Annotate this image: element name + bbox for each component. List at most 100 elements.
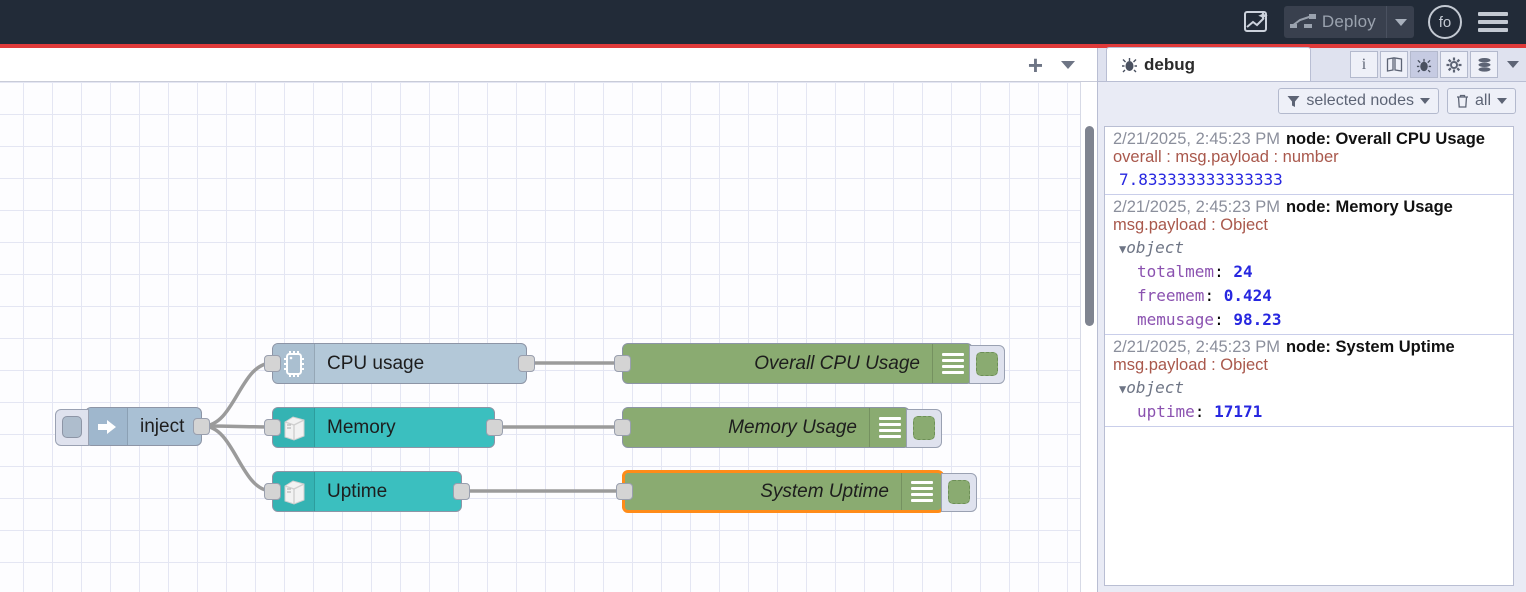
clear-messages-button[interactable]: all [1446, 88, 1516, 114]
avatar[interactable]: fo [1428, 5, 1462, 39]
debug-message-timestamp: 2/21/2025, 2:45:23 PM [1113, 338, 1280, 356]
deploy-dropdown-caret[interactable] [1386, 6, 1414, 38]
scrollbar-thumb[interactable] [1085, 126, 1094, 326]
debug-enable-toggle[interactable] [969, 344, 1005, 384]
node-memory-label: Memory [327, 416, 396, 438]
chevron-down-icon [1419, 98, 1430, 104]
object-property-row: totalmem: 24 [1113, 262, 1505, 281]
node-debug-memory-usage-label: Memory Usage [728, 416, 857, 438]
inject-button-face [62, 416, 82, 438]
object-value: 98.23 [1233, 310, 1282, 329]
node-cpu-usage[interactable]: CPU usage [264, 343, 535, 384]
debug-enable-toggle[interactable] [941, 472, 977, 512]
object-label: object [1126, 378, 1185, 397]
output-port[interactable] [486, 418, 503, 436]
node-debug-overall-cpu-usage-label: Overall CPU Usage [754, 352, 920, 374]
debug-message-source-node: node: System Uptime [1285, 338, 1455, 356]
sidebar-menu-caret[interactable] [1500, 61, 1526, 68]
output-port[interactable] [518, 354, 535, 372]
triangle-down-icon: ▼ [1119, 242, 1127, 256]
hamburger-bar [1478, 12, 1508, 16]
deploy-label: Deploy [1321, 12, 1376, 31]
tab-debug[interactable]: debug [1106, 47, 1311, 81]
node-uptime-label: Uptime [327, 480, 388, 502]
book-icon[interactable] [1380, 51, 1408, 78]
debug-line [878, 417, 901, 420]
chevron-down-icon [1497, 98, 1507, 104]
triangle-down-icon: ▼ [1119, 382, 1127, 396]
node-debug-overall-cpu-usage[interactable]: Overall CPU Usage [614, 343, 1005, 384]
node-inject[interactable]: inject [55, 407, 210, 446]
wire-layer [202, 361, 622, 493]
debug-message-source-node: node: Memory Usage [1285, 198, 1453, 216]
debug-filter-bar: selected nodes all [1098, 82, 1526, 120]
debug-lines-icon [932, 344, 972, 383]
inject-trigger-button[interactable] [55, 408, 89, 446]
bug-icon[interactable] [1410, 51, 1438, 78]
chevron-down-icon [1507, 61, 1519, 68]
debug-lines-icon [869, 408, 909, 447]
object-colon: : [1194, 402, 1215, 421]
debug-line [910, 481, 933, 484]
ai-sparkle-icon[interactable] [1238, 4, 1274, 40]
flow-menu-caret[interactable] [1061, 60, 1075, 69]
object-value: 0.424 [1223, 286, 1272, 305]
debug-enable-toggle[interactable] [906, 408, 942, 448]
node-uptime[interactable]: Uptime [264, 471, 470, 512]
top-header: Deploy fo [0, 0, 1526, 44]
object-expand-toggle[interactable]: ▼object [1113, 378, 1505, 397]
debug-toggle-face [976, 352, 998, 376]
arrow-right-icon [86, 408, 128, 445]
debug-message-timestamp: 2/21/2025, 2:45:23 PM [1113, 198, 1280, 216]
canvas-vertical-scrollbar[interactable] [1080, 82, 1097, 592]
node-inject-label: inject [140, 415, 185, 437]
debug-message[interactable]: 2/21/2025, 2:45:23 PM node: Overall CPU U… [1105, 127, 1513, 195]
debug-line [941, 365, 964, 368]
debug-message-header: 2/21/2025, 2:45:23 PM node: System Uptime [1113, 338, 1505, 357]
object-expand-toggle[interactable]: ▼object [1113, 238, 1505, 257]
object-property-row: memusage: 98.23 [1113, 310, 1505, 329]
input-port[interactable] [614, 354, 631, 372]
output-port[interactable] [193, 417, 210, 435]
funnel-icon [1287, 95, 1300, 107]
node-debug-memory-usage[interactable]: Memory Usage [614, 407, 942, 448]
object-key: memusage [1137, 310, 1215, 329]
hamburger-bar [1478, 28, 1508, 32]
input-port[interactable] [616, 482, 633, 500]
debug-message-list[interactable]: 2/21/2025, 2:45:23 PM node: Overall CPU U… [1104, 126, 1514, 586]
filter-selected-nodes-button[interactable]: selected nodes [1278, 88, 1439, 114]
canvas-toolbar: + [0, 48, 1097, 82]
output-port[interactable] [453, 482, 470, 500]
input-port[interactable] [264, 482, 281, 500]
hamburger-menu-icon[interactable] [1478, 8, 1508, 36]
input-port[interactable] [264, 418, 281, 436]
debug-line [941, 353, 964, 356]
debug-message-header: 2/21/2025, 2:45:23 PM node: Overall CPU U… [1113, 130, 1505, 149]
debug-message-value: 7.833333333333333 [1119, 170, 1283, 189]
node-memory[interactable]: Memory [264, 407, 503, 448]
debug-line [910, 499, 933, 502]
debug-line [910, 487, 933, 490]
input-port[interactable] [264, 354, 281, 372]
gear-icon[interactable] [1440, 51, 1468, 78]
input-port[interactable] [614, 418, 631, 436]
node-debug-system-uptime-label: System Uptime [760, 480, 889, 502]
debug-message-topic: overall : msg.payload : number [1113, 148, 1339, 166]
debug-message[interactable]: 2/21/2025, 2:45:23 PM node: System Uptime… [1105, 335, 1513, 427]
debug-message-timestamp: 2/21/2025, 2:45:23 PM [1113, 130, 1280, 148]
sidebar-tool-buttons: i [1350, 51, 1526, 81]
object-colon: : [1214, 310, 1234, 329]
node-cpu-usage-label: CPU usage [327, 352, 425, 374]
deploy-button[interactable]: Deploy [1283, 6, 1414, 38]
context-stack-icon[interactable] [1470, 51, 1498, 78]
flow-canvas[interactable]: inject CPU usage [0, 82, 1080, 592]
header-accent-line [0, 44, 1526, 48]
node-debug-system-uptime[interactable]: System Uptime [616, 470, 977, 513]
add-flow-button[interactable]: + [1027, 49, 1043, 80]
tab-debug-label: debug [1144, 54, 1195, 74]
debug-message-source-node: node: Overall CPU Usage [1285, 130, 1485, 148]
object-value: 24 [1233, 262, 1253, 281]
info-icon[interactable]: i [1350, 51, 1378, 78]
debug-line [878, 429, 901, 432]
